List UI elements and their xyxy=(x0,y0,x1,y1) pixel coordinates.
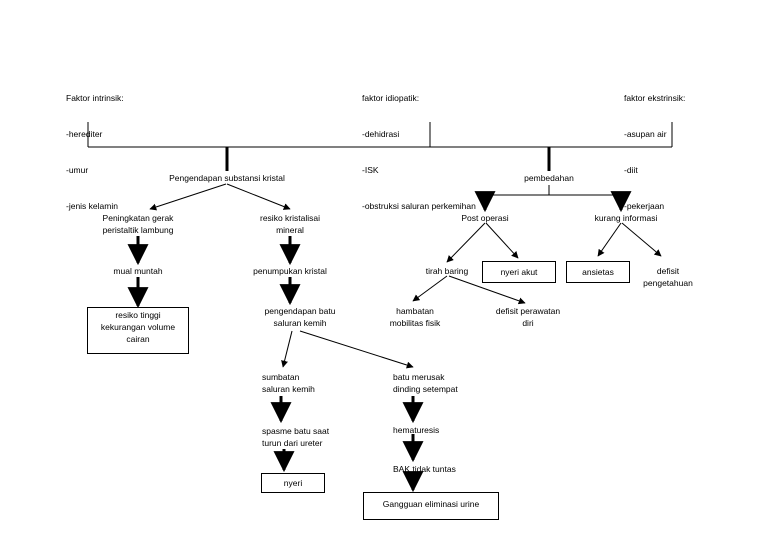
node-ansietas: ansietas xyxy=(566,261,630,283)
factor-extrinsic-item: -pekerjaan xyxy=(624,201,665,211)
factor-extrinsic-item: -asupan air xyxy=(624,129,667,139)
node-defisit-pengetahuan: defisit pengetahuan xyxy=(643,266,693,288)
factor-intrinsic-item: -umur xyxy=(66,165,89,175)
arrow-pengendapan-batu-batu-merusak xyxy=(299,330,414,369)
node-nyeri: nyeri xyxy=(261,473,325,493)
arrow-kurang-ansietas xyxy=(597,222,622,257)
factor-idiopathic: faktor idiopatik: -dehidrasi -ISK -obstr… xyxy=(362,68,476,224)
node-sumbatan: sumbatan saluran kemih xyxy=(262,372,315,394)
node-post-operasi: Post operasi xyxy=(461,213,509,223)
node-pengendapan-substansi: Pengendapan substansi kristal xyxy=(169,173,285,183)
factor-intrinsic-title: Faktor intrinsik: xyxy=(66,93,124,103)
node-nyeri-akut: nyeri akut xyxy=(482,261,556,283)
node-kurang-informasi: kurang informasi xyxy=(594,213,658,223)
node-gangguan-eliminasi: Gangguan eliminasi urine xyxy=(363,492,499,520)
factor-idiopathic-item: -obstruksi saluran perkemihan xyxy=(362,201,476,211)
node-batu-merusak: batu merusak dinding setempat xyxy=(393,372,458,394)
node-resiko-volume-cairan: resiko tinggi kekurangan volume cairan xyxy=(87,307,189,354)
node-tirah-baring: tirah baring xyxy=(425,266,469,276)
factor-extrinsic: faktor ekstrinsik: -asupan air -diit -pe… xyxy=(624,68,685,224)
arrow-post-nyeri-akut xyxy=(485,222,519,259)
factor-extrinsic-item: -diit xyxy=(624,165,638,175)
node-peningkatan-gerak: Peningkatan gerak peristaltik lambung xyxy=(102,213,174,235)
arrow-post-tirah-baring xyxy=(446,222,486,263)
factor-idiopathic-item: -ISK xyxy=(362,165,379,175)
node-pengendapan-batu: pengendapan batu saluran kemih xyxy=(264,306,336,328)
factor-intrinsic-item: -jenis kelamin xyxy=(66,201,118,211)
node-bak-tidak-tuntas: BAK tidak tuntas xyxy=(393,464,456,474)
node-mual-muntah: mual muntah xyxy=(113,266,163,276)
arrow-pengendapan-peningkatan xyxy=(149,183,227,211)
factor-intrinsic: Faktor intrinsik: -herediter -umur -jeni… xyxy=(66,68,124,224)
factor-intrinsic-item: -herediter xyxy=(66,129,103,139)
arrow-pengendapan-batu-sumbatan xyxy=(281,330,293,368)
arrow-kurang-defisit-pengetahuan xyxy=(621,222,662,257)
arrow-pengendapan-resiko xyxy=(226,183,291,210)
factor-idiopathic-item: -dehidrasi xyxy=(362,129,400,139)
node-resiko-kristalisasi: resiko kristalisai mineral xyxy=(260,213,320,235)
node-pembedahan: pembedahan xyxy=(524,173,574,183)
arrow-tirah-hambatan xyxy=(412,275,448,302)
arrow-tirah-defisit-perawatan xyxy=(448,275,526,305)
factor-extrinsic-title: faktor ekstrinsik: xyxy=(624,93,686,103)
node-defisit-perawatan: defisit perawatan diri xyxy=(495,306,561,328)
node-hambatan-mobilitas: hambatan mobilitas fisik xyxy=(389,306,441,328)
node-spasme: spasme batu saat turun dari ureter xyxy=(262,426,330,448)
node-hematuresis: hematuresis xyxy=(393,425,440,435)
node-penumpukan-kristal: penumpukan kristal xyxy=(253,266,327,276)
factor-idiopathic-title: faktor idiopatik: xyxy=(362,93,420,103)
